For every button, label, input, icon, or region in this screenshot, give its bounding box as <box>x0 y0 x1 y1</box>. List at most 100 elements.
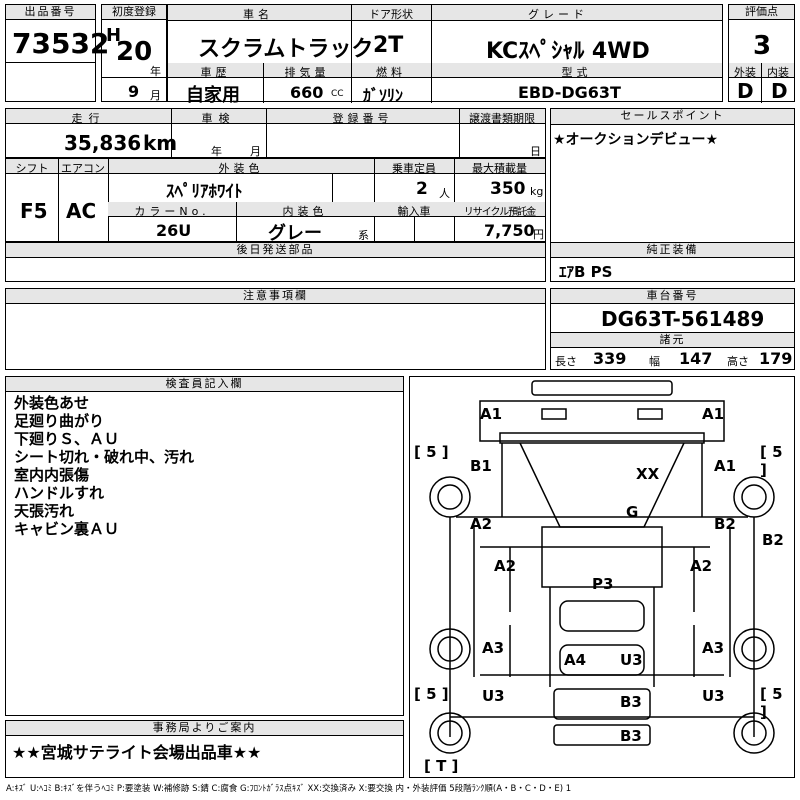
displacement: 660 <box>290 83 324 102</box>
load-label: 最大積載量 <box>472 162 527 175</box>
damage-diagram-box: [ 5 ] [ 5 ] [ 5 ] [ 5 ] [ T ] A1 A1 B1 A… <box>409 376 795 778</box>
regno-label: 登録番号 <box>332 112 393 125</box>
sales-point: ★オークションデビュー★ <box>553 132 719 148</box>
damage-mark: U3 <box>620 651 643 669</box>
damage-mark: U3 <box>482 687 505 705</box>
height-label: 高さ <box>727 355 749 368</box>
inspector-note: 下廻りＳ、ＡＵ <box>14 430 120 448</box>
insp-month-unit: 月 <box>250 145 261 158</box>
inspection-label: 車検 <box>201 112 236 125</box>
damage-mark: A2 <box>470 515 493 533</box>
transfer-label: 譲渡書類期限 <box>469 112 535 125</box>
score-label: 評価点 <box>729 5 794 20</box>
length-label: 長さ <box>555 355 577 368</box>
damage-mark: A1 <box>702 405 725 423</box>
capacity-label: 乗車定員 <box>392 162 436 175</box>
color: ｽﾍﾟﾘｱﾎﾜｲﾄ <box>166 182 243 202</box>
ac: AC <box>66 199 97 223</box>
chassis-label: 車台番号 <box>551 289 794 304</box>
genuine-label: 純正装備 <box>551 243 794 258</box>
damage-mark: B3 <box>620 727 642 745</box>
chassis-box: 車台番号 DG63T-561489 諸元 長さ 339 幅 147 高さ 179 <box>550 288 795 370</box>
damage-mark: G <box>626 503 639 521</box>
displacement-label: 排気量 <box>284 66 330 79</box>
later-parts-label: 後日発送部品 <box>6 243 545 258</box>
inspector-note: 天張汚れ <box>14 502 75 520</box>
tire-fl-label: [ 5 ] <box>414 443 449 461</box>
year-num: 20 <box>116 37 153 67</box>
damage-mark: A2 <box>494 557 517 575</box>
model-label: 型式 <box>561 66 592 79</box>
damage-mark: A4 <box>564 651 587 669</box>
spare-tire-label: [ T ] <box>424 757 459 775</box>
width-label: 幅 <box>649 355 660 368</box>
history-label: 車歴 <box>200 66 231 79</box>
damage-mark: B3 <box>620 693 642 711</box>
mileage-unit: km <box>143 131 178 155</box>
month-unit: 月 <box>150 89 161 102</box>
colorno: 26U <box>156 221 192 240</box>
damage-mark: XX <box>636 465 660 483</box>
interior-label: 内装 <box>767 66 789 79</box>
damage-mark: A3 <box>482 639 505 657</box>
tire-rr-label: [ 5 ] <box>760 685 783 721</box>
colorno-label: カラーNo. <box>134 205 210 218</box>
damage-mark: B2 <box>714 515 736 533</box>
caution-label: 注意事項欄 <box>6 289 545 304</box>
recycle-label: リサイクル預託金 <box>463 207 537 218</box>
caution-box: 注意事項欄 <box>5 288 546 370</box>
damage-mark: P3 <box>592 575 614 593</box>
interior-color: グレー <box>268 223 322 244</box>
recycle: 7,750 <box>484 221 535 240</box>
insp-year-unit: 年 <box>211 145 222 158</box>
capacity: 2 <box>416 179 428 199</box>
inspector-note: 外装色あせ <box>14 394 90 412</box>
tire-rl-label: [ 5 ] <box>414 685 449 703</box>
truck-diagram <box>429 380 775 754</box>
inspector-note: 室内内張傷 <box>14 466 90 484</box>
capacity-unit: 人 <box>439 187 450 200</box>
mileage-label: 走行 <box>71 112 106 125</box>
car-name: スクラムトラック <box>198 37 374 62</box>
inspector-note: ハンドルすれ <box>14 484 105 502</box>
door: 2T <box>373 33 404 58</box>
year-unit: 年 <box>150 65 161 78</box>
mileage: 35,836 <box>64 131 142 155</box>
height: 179 <box>759 349 793 368</box>
mileage-box: 走行 車検 登録番号 譲渡書類期限 35,836 km 年 月 日 <box>5 108 546 158</box>
load-unit: kg <box>530 185 544 198</box>
recycle-unit: 円 <box>533 228 544 241</box>
damage-mark: A1 <box>714 457 737 475</box>
first-reg-label: 初度登録 <box>102 5 166 20</box>
office-box: 事務局よりご案内 ★★宮城サテライト会場出品車★★ <box>5 720 404 778</box>
damage-mark: A2 <box>690 557 713 575</box>
shift: F5 <box>20 199 48 223</box>
spec-box: シフト エアコン 外装色 乗車定員 最大積載量 F5 AC ｽﾍﾟﾘｱﾎﾜｲﾄ … <box>5 158 546 244</box>
era: H <box>106 25 122 46</box>
load: 350 <box>490 179 526 199</box>
inspector-note: キャビン裏ＡＵ <box>14 520 120 538</box>
length: 339 <box>593 349 627 368</box>
damage-mark: A3 <box>702 639 725 657</box>
month-num: 9 <box>128 82 140 101</box>
genuine: ｴｱB PS <box>559 263 613 281</box>
interior-color-label: 内装色 <box>282 205 328 218</box>
fuel-label: 燃料 <box>376 66 406 79</box>
inspector-note: シート切れ・破れ中、汚れ <box>14 448 195 466</box>
tire-fr-label: [ 5 ] <box>760 443 783 479</box>
color-label: 外装色 <box>218 162 264 175</box>
damage-mark: U3 <box>702 687 725 705</box>
exterior-grade: D <box>737 79 754 103</box>
car-main-box: 車名 ドア形状 グレード スクラムトラック 2T KCｽﾍﾟｼｬﾙ 4WD 車歴… <box>167 4 723 106</box>
door-label: ドア形状 <box>369 8 413 21</box>
score: 3 <box>753 31 772 61</box>
grade-label: グレード <box>528 8 588 21</box>
genuine-box: 純正装備 ｴｱB PS <box>550 242 795 282</box>
damage-mark: B1 <box>470 457 492 475</box>
import-label: 輸入車 <box>397 205 431 218</box>
car-name-label: 車名 <box>243 8 273 21</box>
displacement-unit: CC <box>331 89 344 99</box>
legend: A:ｷｽﾞ U:ﾍｺﾐ B:ｷｽﾞを伴うﾍｺﾐ P:要塗装 W:補修跡 S:錆 … <box>6 784 572 794</box>
first-reg-box: 初度登録 H 20 年 9 月 <box>101 4 167 102</box>
dims-label: 諸元 <box>551 332 794 348</box>
